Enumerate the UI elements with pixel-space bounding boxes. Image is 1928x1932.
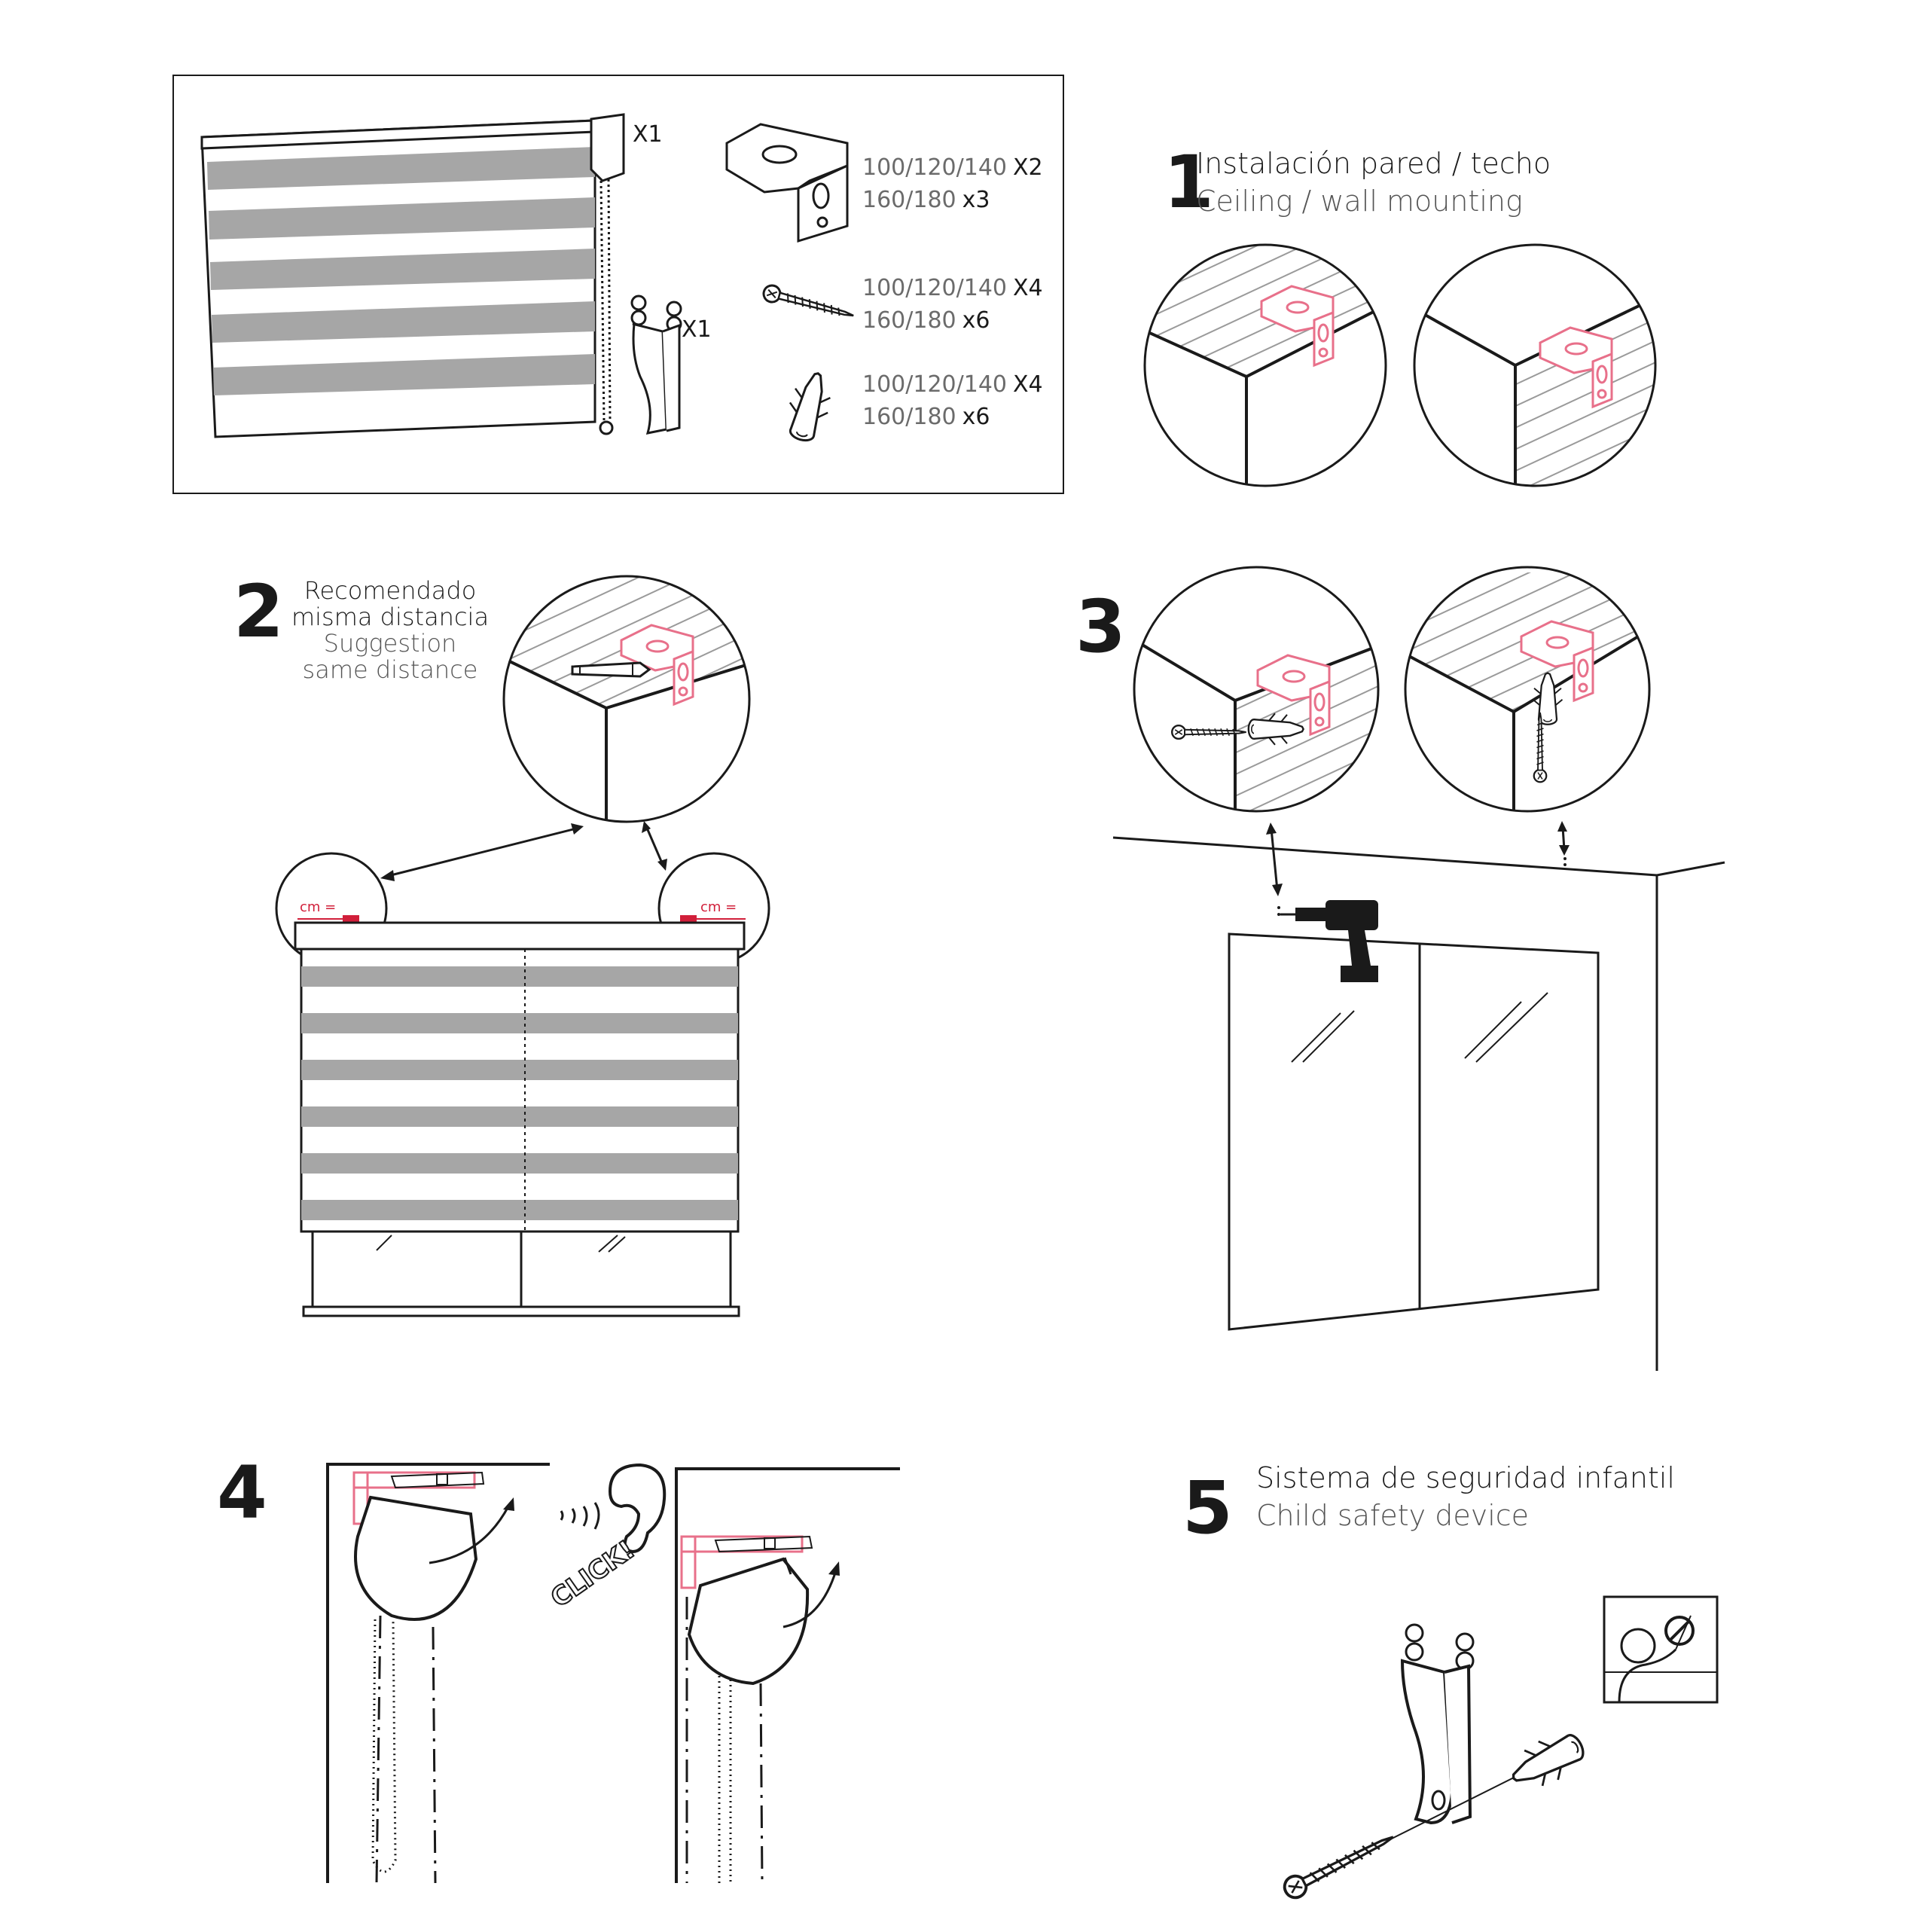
screw-line2-sizes: 160/180 (862, 307, 956, 334)
step-5-title-es: Sistema de seguridad infantil (1256, 1461, 1675, 1494)
step-2-text-line3: Suggestion (324, 629, 457, 658)
plug-line1-sizes: 100/120/140 (862, 371, 1007, 398)
step-3-number: 3 (1075, 584, 1126, 669)
room-window (1112, 821, 1725, 1371)
step-4-number: 4 (217, 1451, 267, 1535)
safety-device-mounting (1279, 1623, 1592, 1903)
step-5: 5 Sistema de seguridad infantil Child sa… (1182, 1461, 1719, 1903)
screw-line1-sizes: 100/120/140 (862, 275, 1007, 301)
plug-line2-qty: x6 (962, 404, 990, 430)
pencil-icon (571, 661, 651, 678)
ear-icon (608, 1463, 667, 1554)
step-2-text-line1: Recomendado (304, 576, 477, 605)
step-2-text-line4: same distance (303, 655, 478, 684)
safety-device-quantity: X1 (682, 316, 712, 343)
step-1-title-es: Instalación pared / techo (1196, 147, 1551, 180)
clipping-blind-right (675, 1467, 900, 1884)
child-warning-icon (1603, 1595, 1719, 1704)
right-cm-label: cm = (700, 899, 737, 915)
step-5-number: 5 (1182, 1466, 1233, 1550)
drill-icon (1280, 900, 1378, 982)
wall-mount-circle (1413, 243, 1657, 487)
bracket-line2-sizes: 160/180 (862, 187, 956, 213)
step-4: 4 CLICK! (217, 1451, 900, 1884)
marking-detail-circle (502, 575, 751, 823)
screw-line2-qty: x6 (962, 307, 990, 334)
safety-device-part: X1 (630, 295, 712, 435)
bracket-line1-qty: X2 (1013, 154, 1043, 181)
step-2: 2 Recomendado misma distancia Suggestion… (233, 569, 770, 1317)
step-2-text-line2: misma distancia (291, 603, 489, 631)
left-cm-label: cm = (300, 899, 336, 915)
blind-illustration: X1 (200, 113, 663, 438)
plug-line2-sizes: 160/180 (862, 404, 956, 430)
wall-drill-circle (1404, 566, 1651, 813)
ceiling-drill-circle (1133, 566, 1380, 813)
screw-line1-qty: X4 (1013, 275, 1043, 301)
clipping-blind-left (326, 1463, 550, 1884)
step-1: 1 Instalación pared / techo Ceiling / wa… (1143, 140, 1657, 487)
distance-arrows (380, 821, 667, 881)
step-5-title-en: Child safety device (1256, 1499, 1529, 1532)
step-2-number: 2 (233, 569, 284, 654)
bracket-line2-qty: x3 (962, 187, 990, 213)
blind-quantity: X1 (633, 121, 663, 148)
step-1-number: 1 (1164, 140, 1214, 224)
ceiling-mount-circle (1143, 243, 1387, 487)
click-sound: CLICK! (545, 1463, 667, 1614)
step-3: 3 (1075, 566, 1725, 1371)
click-label: CLICK! (545, 1534, 640, 1613)
window-with-blind (294, 921, 746, 1317)
blind-stripes (207, 147, 595, 395)
step-1-title-en: Ceiling / wall mounting (1196, 185, 1523, 218)
plug-line1-qty: X4 (1013, 371, 1043, 398)
bracket-line1-sizes: 100/120/140 (862, 154, 1007, 181)
